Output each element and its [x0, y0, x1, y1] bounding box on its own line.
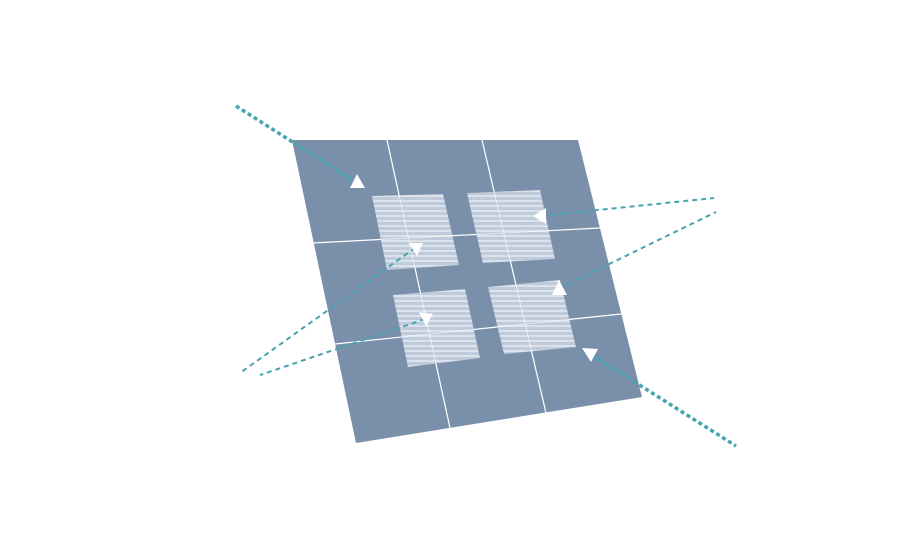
tile-bottom-left [393, 289, 480, 367]
grid-overlay-h2 [334, 313, 622, 345]
grid-overlay-h1 [312, 227, 601, 244]
board-panel [292, 140, 642, 443]
ray-incoming-top-left [235, 104, 358, 185]
triangle-icon [419, 312, 433, 326]
tiles [372, 190, 576, 367]
grid-overlay-v1 [386, 139, 451, 429]
triangle-icon [350, 174, 365, 188]
ray-right-lower [559, 211, 717, 289]
rays [235, 104, 737, 448]
ray-left-lower [259, 318, 426, 376]
tile-top-left [372, 194, 459, 270]
triangle-icon [552, 280, 567, 295]
tile-bottom-right [488, 280, 576, 354]
ray-right-upper [539, 197, 715, 217]
tile-top-right [467, 190, 555, 263]
grid-overlay [312, 139, 622, 429]
triangle-icon [533, 208, 546, 224]
grid-overlay-v2 [481, 139, 547, 414]
triangle-icon [582, 348, 598, 362]
ray-outgoing-bottom-right [591, 353, 737, 448]
triangle-icon [409, 243, 423, 256]
arrowheads [350, 174, 598, 362]
